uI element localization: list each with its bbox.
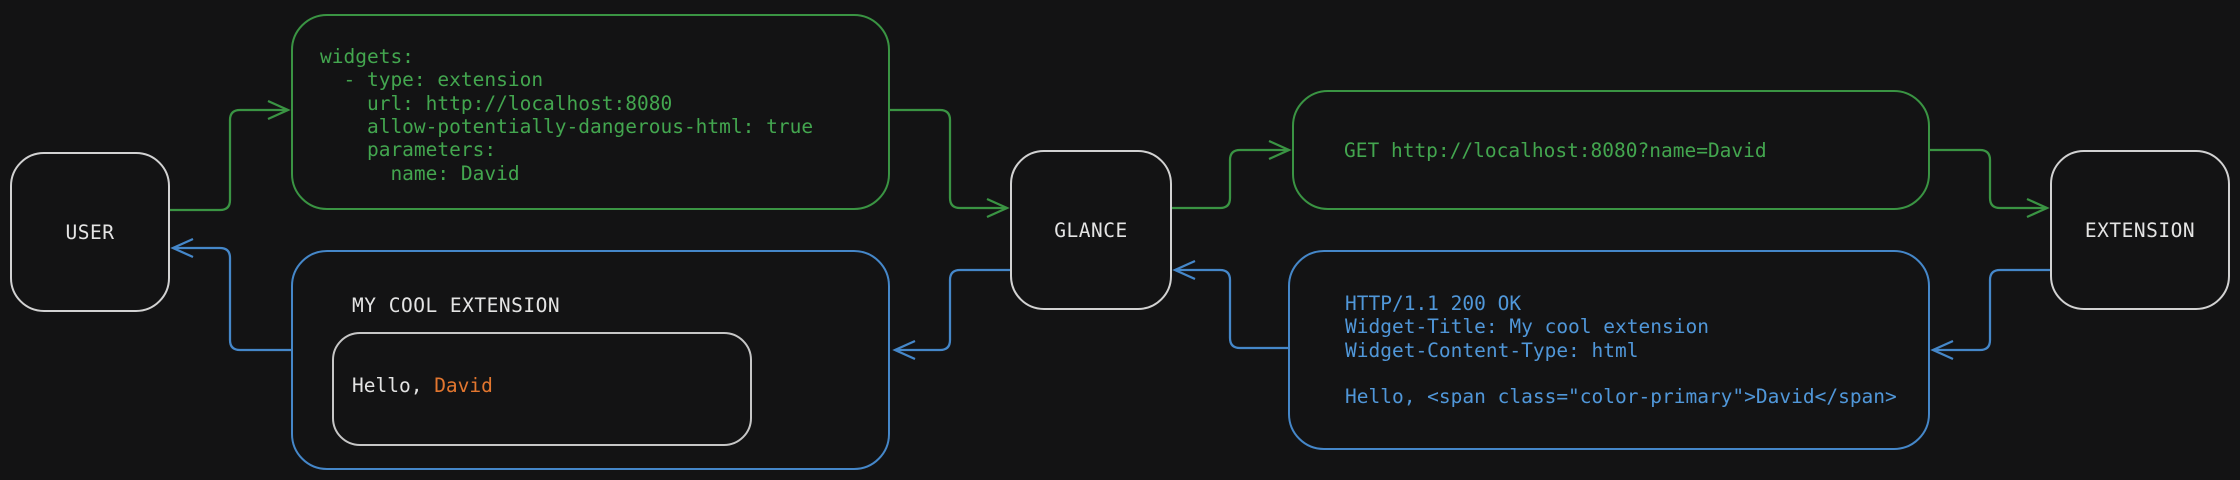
node-user-label: USER bbox=[65, 220, 115, 244]
greeting-name: David bbox=[434, 374, 493, 397]
http-request-line: GET http://localhost:8080?name=David bbox=[1344, 138, 1767, 162]
http-response-code: HTTP/1.1 200 OK Widget-Title: My cool ex… bbox=[1345, 292, 1897, 409]
arrow-response-to-glance bbox=[1172, 259, 1288, 350]
widget-preview-title: MY COOL EXTENSION bbox=[352, 294, 561, 317]
widget-preview-box: MY COOL EXTENSION Hello, David bbox=[291, 250, 890, 470]
yaml-config-box: widgets: - type: extension url: http://l… bbox=[291, 14, 890, 210]
arrow-preview-to-user bbox=[170, 237, 291, 352]
arrow-user-to-config bbox=[170, 99, 291, 212]
http-request-box: GET http://localhost:8080?name=David bbox=[1292, 90, 1930, 210]
arrow-extension-to-response bbox=[1930, 268, 2050, 361]
widget-greeting: Hello, David bbox=[352, 374, 493, 397]
widget-preview-inner-card: Hello, David bbox=[332, 332, 752, 446]
node-glance: GLANCE bbox=[1010, 150, 1172, 310]
node-user: USER bbox=[10, 152, 170, 312]
arrow-glance-to-preview bbox=[892, 268, 1010, 361]
http-response-box: HTTP/1.1 200 OK Widget-Title: My cool ex… bbox=[1288, 250, 1930, 450]
node-extension: EXTENSION bbox=[2050, 150, 2230, 310]
greeting-prefix: Hello, bbox=[352, 374, 435, 397]
arrow-glance-to-request bbox=[1172, 139, 1292, 210]
node-extension-label: EXTENSION bbox=[2084, 218, 2196, 242]
arrow-request-to-extension bbox=[1930, 148, 2050, 219]
arrow-config-to-glance bbox=[890, 108, 1010, 219]
yaml-config-code: widgets: - type: extension url: http://l… bbox=[320, 45, 814, 185]
node-glance-label: GLANCE bbox=[1054, 218, 1128, 242]
